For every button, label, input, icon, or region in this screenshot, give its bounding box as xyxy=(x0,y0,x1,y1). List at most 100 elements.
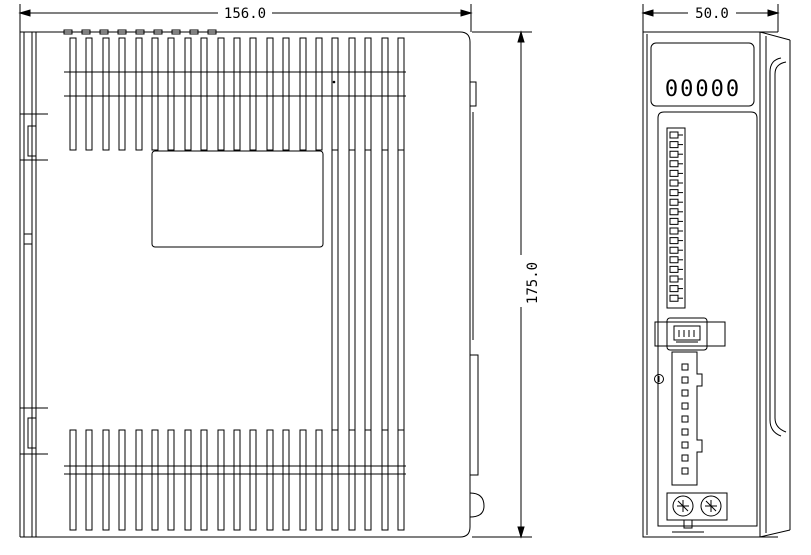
vent-slot xyxy=(267,430,273,530)
vent-slot xyxy=(332,38,338,150)
terminal-pin xyxy=(670,257,678,263)
side-view: 156.0 175.0 xyxy=(20,4,541,537)
depth-dimension-label: 50.0 xyxy=(695,6,729,22)
label-window xyxy=(152,151,323,247)
terminal-pin xyxy=(670,161,678,167)
terminal-pin xyxy=(670,228,678,234)
vent-slot xyxy=(119,430,125,530)
vent-slot xyxy=(365,38,371,150)
vent-tab xyxy=(136,30,144,34)
vent-slot xyxy=(382,430,388,530)
ventilation-slots xyxy=(64,30,406,530)
vent-slot xyxy=(185,430,191,530)
vent-slot xyxy=(250,38,256,150)
vent-tab xyxy=(190,30,198,34)
vent-tab xyxy=(172,30,180,34)
screw-icon xyxy=(673,496,693,516)
terminal-pin xyxy=(670,142,678,148)
vent-slot xyxy=(70,38,76,150)
vent-slot xyxy=(300,430,306,530)
vent-slot xyxy=(398,150,404,430)
vent-slot xyxy=(152,38,158,150)
vent-slot xyxy=(86,38,92,150)
vent-slot xyxy=(332,430,338,530)
terminal-pin xyxy=(670,276,678,282)
vent-slot xyxy=(267,38,273,150)
terminal-pin xyxy=(670,190,678,196)
vent-slot xyxy=(316,38,322,150)
vent-slot xyxy=(218,430,224,530)
power-pin xyxy=(682,403,688,409)
vent-slot xyxy=(201,38,207,150)
vent-tab xyxy=(118,30,126,34)
vent-slot xyxy=(349,38,355,150)
vent-slot xyxy=(283,38,289,150)
power-pin xyxy=(682,442,688,448)
vent-slot xyxy=(382,38,388,150)
vent-slot xyxy=(103,38,109,150)
terminal-pin xyxy=(670,180,678,186)
vent-tab xyxy=(154,30,162,34)
depth-dimension: 50.0 xyxy=(643,4,778,32)
front-view: 50.0 00000 xyxy=(643,4,790,537)
power-pin xyxy=(682,468,688,474)
terminal-pin xyxy=(670,209,678,215)
power-pin xyxy=(682,429,688,435)
vent-tab xyxy=(208,30,216,34)
vent-slot xyxy=(218,38,224,150)
terminal-pin xyxy=(670,170,678,176)
width-dimension: 156.0 xyxy=(20,4,471,32)
vent-slot xyxy=(185,38,191,150)
vent-slot xyxy=(398,38,404,150)
vent-slot xyxy=(349,430,355,530)
power-pin xyxy=(682,377,688,383)
terminal-pin xyxy=(670,266,678,272)
vent-tab xyxy=(64,30,72,34)
vent-slot xyxy=(152,430,158,530)
vent-slot xyxy=(332,150,338,430)
vent-slot xyxy=(234,430,240,530)
vent-slot xyxy=(365,430,371,530)
vent-slot xyxy=(136,430,142,530)
vent-slot xyxy=(168,430,174,530)
power-pin xyxy=(682,455,688,461)
vent-slot xyxy=(119,38,125,150)
width-dimension-label: 156.0 xyxy=(224,6,266,22)
ground-terminals xyxy=(667,493,727,532)
terminal-pin xyxy=(670,295,678,301)
terminal-pin xyxy=(670,238,678,244)
vent-slot xyxy=(250,430,256,530)
display-panel: 00000 xyxy=(651,43,754,106)
vent-slot xyxy=(316,430,322,530)
vent-slot xyxy=(300,38,306,150)
vent-tab xyxy=(100,30,108,34)
terminal-pin xyxy=(670,151,678,157)
height-dimension: 175.0 xyxy=(472,32,541,537)
vent-slot xyxy=(365,150,371,430)
front-housing xyxy=(643,32,790,537)
vent-slot xyxy=(86,430,92,530)
vent-slot xyxy=(349,150,355,430)
vent-slot xyxy=(283,430,289,530)
power-pin xyxy=(682,390,688,396)
terminal-pin xyxy=(670,247,678,253)
control-terminal-block xyxy=(667,128,685,308)
vent-slot xyxy=(103,430,109,530)
terminal-pin xyxy=(670,132,678,138)
power-connector xyxy=(655,352,703,485)
terminal-pin xyxy=(670,199,678,205)
power-pin xyxy=(682,416,688,422)
power-pin xyxy=(682,364,688,370)
vent-slot xyxy=(70,430,76,530)
vent-slot xyxy=(168,38,174,150)
io-panel xyxy=(658,112,757,526)
terminal-pin xyxy=(670,218,678,224)
vent-slot xyxy=(382,150,388,430)
vent-slot xyxy=(398,430,404,530)
height-dimension-label: 175.0 xyxy=(525,262,541,304)
display-digits: 00000 xyxy=(665,77,741,102)
vent-slot xyxy=(234,38,240,150)
vent-tab xyxy=(82,30,90,34)
terminal-pin xyxy=(670,286,678,292)
